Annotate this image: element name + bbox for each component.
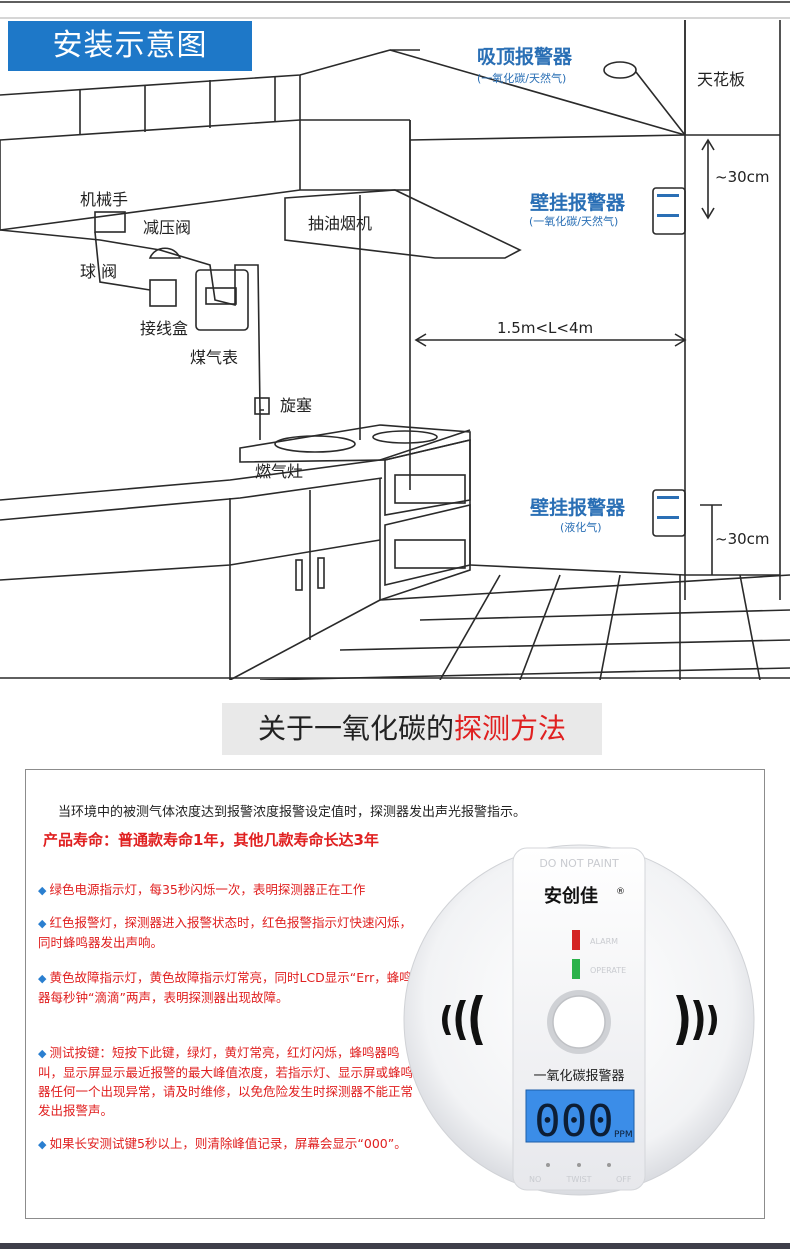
alarm-led — [572, 930, 580, 950]
range-hood-label: 抽油烟机 — [308, 214, 373, 233]
install-diagram-title: 安装示意图 — [8, 21, 252, 71]
diamond-bullet-icon: ◆ — [38, 972, 47, 985]
bottom-bar — [0, 1243, 790, 1249]
operate-led — [572, 959, 580, 979]
bullet-item-power: ◆绿色电源指示灯，每35秒闪烁一次，表明探测器正在工作 — [38, 880, 413, 900]
info-panel: 当环境中的被测气体浓度达到报警浓度报警设定值时，探测器发出声光报警指示。 产品寿… — [25, 769, 765, 1219]
device-name: 一氧化碳报警器 — [533, 1068, 624, 1084]
pressure-valve-label: 减压阀 — [143, 218, 192, 237]
diamond-bullet-icon: ◆ — [38, 884, 47, 897]
bullet-item-fault: ◆黄色故障指示灯，黄色故障指示灯常亮，同时LCD显示“Err，蜂鸣器每秒钟“滴滴… — [38, 968, 413, 1007]
section-title-red: 探测方法 — [454, 712, 567, 745]
junction-box-label: 接线盒 — [140, 319, 189, 338]
manipulator-label: 机械手 — [80, 190, 129, 209]
no-label: NO — [529, 1175, 541, 1184]
lcd-unit: PPM — [614, 1130, 633, 1140]
section-title: 关于一氧化碳的探测方法 — [222, 703, 602, 755]
distance-label: 1.5m<L<4m — [497, 319, 594, 337]
co-detector-image: DO NOT PAINT 安创佳 ® ALARM OPERATE 一氧化碳报警器… — [403, 844, 755, 1196]
bullet-text: 如果长安测试键5秒以上，则清除峰值记录，屏幕会显示“000”。 — [49, 1136, 407, 1151]
ball-valve-label: 球 阀 — [80, 262, 118, 281]
bullet-text: 红色报警灯，探测器进入报警状态时，红色报警指示灯快速闪烁，同时蜂鸣器发出声响。 — [38, 915, 412, 950]
wall-detector-bottom-label: 壁挂报警器 — [530, 497, 626, 519]
off-label: OFF — [616, 1175, 632, 1184]
operate-label: OPERATE — [590, 966, 626, 975]
installation-diagram: 安装示意图 吸顶报警器 (一氧化碳/天然气) 天花板 壁挂报警器 (一氧化碳/天… — [0, 0, 790, 680]
ceiling-detector-sub: (一氧化碳/天然气) — [477, 72, 567, 85]
bullet-item-reset: ◆如果长安测试键5秒以上，则清除峰值记录，屏幕会显示“000”。 — [38, 1134, 413, 1154]
bullet-text: 绿色电源指示灯，每35秒闪烁一次，表明探测器正在工作 — [49, 882, 366, 897]
alarm-label: ALARM — [590, 937, 618, 946]
plug-valve-label: 旋塞 — [280, 396, 313, 415]
lifespan-text: 产品寿命：普通款寿命1年，其他几款寿命长达3年 — [43, 831, 379, 849]
intro-text: 当环境中的被测气体浓度达到报警浓度报警设定值时，探测器发出声光报警指示。 — [58, 805, 527, 820]
test-button[interactable] — [552, 995, 606, 1049]
ceiling-detector-label: 吸顶报警器 — [477, 46, 573, 68]
dimension-bottom-label: ~30cm — [715, 530, 770, 548]
diamond-bullet-icon: ◆ — [38, 917, 47, 930]
do-not-paint-stamp: DO NOT PAINT — [539, 857, 619, 870]
wall-detector-top-label: 壁挂报警器 — [530, 192, 626, 214]
brand-logo-text: 安创佳 — [544, 885, 598, 907]
registered-mark: ® — [616, 887, 625, 897]
stove-label: 燃气灶 — [255, 462, 304, 481]
wall-detector-bottom-sub: (液化气) — [560, 521, 602, 534]
bullet-text: 测试按键：短按下此键，绿灯，黄灯常亮，红灯闪烁，蜂鸣器鸣叫，显示屏显示最近报警的… — [38, 1045, 414, 1118]
wall-detector-top-sub: (一氧化碳/天然气) — [529, 215, 619, 228]
bullet-item-alarm: ◆红色报警灯，探测器进入报警状态时，红色报警指示灯快速闪烁，同时蜂鸣器发出声响。 — [38, 913, 413, 952]
bullet-text: 黄色故障指示灯，黄色故障指示灯常亮，同时LCD显示“Err，蜂鸣器每秒钟“滴滴”… — [38, 970, 412, 1005]
gas-meter-label: 煤气表 — [190, 348, 239, 367]
lcd-reading: 000 — [534, 1096, 613, 1147]
diamond-bullet-icon: ◆ — [38, 1138, 47, 1151]
bullet-item-test: ◆测试按键：短按下此键，绿灯，黄灯常亮，红灯闪烁，蜂鸣器鸣叫，显示屏显示最近报警… — [38, 1043, 413, 1120]
dimension-top-label: ~30cm — [715, 168, 770, 186]
lcd-screen — [525, 1089, 635, 1143]
twist-label: TWIST — [565, 1175, 591, 1184]
ceiling-label: 天花板 — [697, 70, 746, 89]
diamond-bullet-icon: ◆ — [38, 1047, 47, 1060]
kitchen-line-drawing — [0, 1, 790, 680]
section-title-black: 关于一氧化碳的 — [257, 712, 454, 745]
